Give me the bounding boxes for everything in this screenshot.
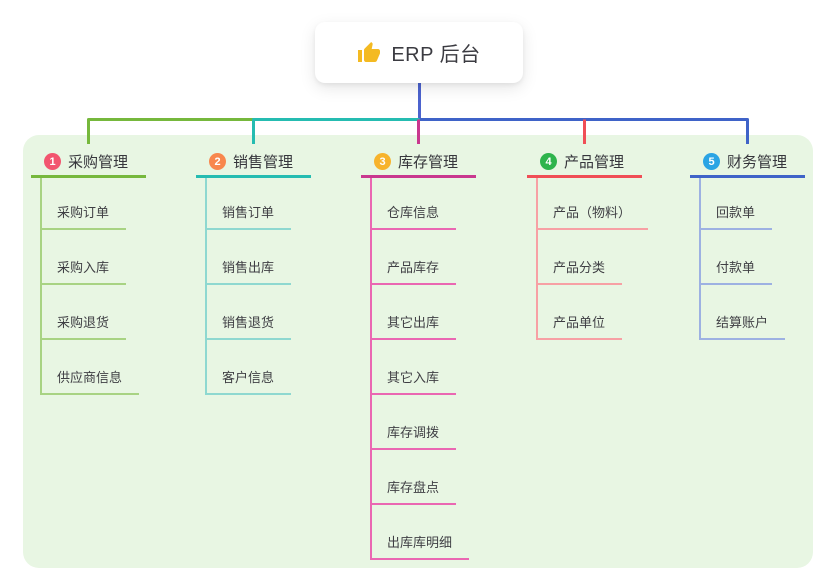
thumbs-up-icon <box>358 41 381 62</box>
branch-number-badge: 2 <box>209 153 226 170</box>
child-node[interactable]: 库存盘点 <box>372 450 511 505</box>
child-node[interactable]: 其它入库 <box>372 340 511 395</box>
branch-number-badge: 3 <box>374 153 391 170</box>
child-node[interactable]: 销售退货 <box>207 285 346 340</box>
child-node-label: 采购订单 <box>42 202 127 230</box>
child-node[interactable]: 仓库信息 <box>372 178 511 230</box>
child-node[interactable]: 产品（物料） <box>538 178 677 230</box>
child-node-label: 库存调拨 <box>372 422 457 450</box>
child-node[interactable]: 采购退货 <box>42 285 181 340</box>
branch-title: 产品管理 <box>564 154 625 171</box>
child-node[interactable]: 销售订单 <box>207 178 346 230</box>
child-node-label: 结算账户 <box>701 312 786 340</box>
child-node[interactable]: 采购订单 <box>42 178 181 230</box>
branch-children: 销售订单销售出库销售退货客户信息 <box>205 178 346 395</box>
child-node[interactable]: 销售出库 <box>207 230 346 285</box>
branch: 2 销售管理 销售订单销售出库销售退货客户信息 <box>196 148 346 395</box>
child-node[interactable]: 付款单 <box>701 230 839 285</box>
branch-header[interactable]: 1 采购管理 <box>31 148 146 178</box>
branch-children: 仓库信息产品库存其它出库其它入库库存调拨库存盘点出库库明细 <box>370 178 511 560</box>
branch-title: 财务管理 <box>727 154 788 171</box>
child-node-label: 其它出库 <box>372 312 457 340</box>
child-node-label: 产品单位 <box>538 312 623 340</box>
child-node-label: 其它入库 <box>372 367 457 395</box>
child-node[interactable]: 产品单位 <box>538 285 677 340</box>
child-node-label: 仓库信息 <box>372 202 457 230</box>
child-node-label: 回款单 <box>701 202 773 230</box>
child-node-label: 出库库明细 <box>372 532 470 560</box>
child-node-label: 销售订单 <box>207 202 292 230</box>
child-node-label: 销售退货 <box>207 312 292 340</box>
child-node-label: 客户信息 <box>207 367 292 395</box>
branch: 4 产品管理 产品（物料） 产品分类产品单位 <box>527 148 677 340</box>
child-node[interactable]: 其它出库 <box>372 285 511 340</box>
branch-header[interactable]: 3 库存管理 <box>361 148 476 178</box>
branch-number-badge: 5 <box>703 153 720 170</box>
child-node[interactable]: 客户信息 <box>207 340 346 395</box>
child-node-label: 库存盘点 <box>372 477 457 505</box>
branch: 1 采购管理 采购订单采购入库采购退货供应商信息 <box>31 148 181 395</box>
child-node-label: 供应商信息 <box>42 367 140 395</box>
child-node-label: 产品分类 <box>538 257 623 285</box>
branch-header[interactable]: 2 销售管理 <box>196 148 311 178</box>
root-node-label: ERP 后台 <box>391 44 481 66</box>
child-node[interactable]: 结算账户 <box>701 285 839 340</box>
branch-header[interactable]: 4 产品管理 <box>527 148 642 178</box>
branch-number-badge: 4 <box>540 153 557 170</box>
branch: 5 财务管理 回款单付款单结算账户 <box>690 148 839 340</box>
child-node[interactable]: 库存调拨 <box>372 395 511 450</box>
mindmap-panel-background <box>23 135 813 568</box>
child-node[interactable]: 产品库存 <box>372 230 511 285</box>
child-node[interactable]: 供应商信息 <box>42 340 181 395</box>
child-node[interactable]: 产品分类 <box>538 230 677 285</box>
branch-children: 回款单付款单结算账户 <box>699 178 839 340</box>
branch-title: 采购管理 <box>68 154 129 171</box>
root-node[interactable]: ERP 后台 <box>315 22 523 83</box>
branch: 3 库存管理 仓库信息产品库存其它出库其它入库库存调拨库存盘点出库库明细 <box>361 148 511 560</box>
child-node-label: 付款单 <box>701 257 773 285</box>
child-node[interactable]: 回款单 <box>701 178 839 230</box>
child-node-label: 销售出库 <box>207 257 292 285</box>
child-node[interactable]: 出库库明细 <box>372 505 511 560</box>
child-node[interactable]: 采购入库 <box>42 230 181 285</box>
branch-children: 采购订单采购入库采购退货供应商信息 <box>40 178 181 395</box>
branch-children: 产品（物料） 产品分类产品单位 <box>536 178 677 340</box>
branch-number-badge: 1 <box>44 153 61 170</box>
child-node-label: 采购入库 <box>42 257 127 285</box>
branch-header[interactable]: 5 财务管理 <box>690 148 805 178</box>
child-node-label: 产品库存 <box>372 257 457 285</box>
branch-title: 销售管理 <box>233 154 294 171</box>
child-node-label: 产品（物料） <box>538 202 649 230</box>
child-node-label: 采购退货 <box>42 312 127 340</box>
branch-title: 库存管理 <box>398 154 459 171</box>
